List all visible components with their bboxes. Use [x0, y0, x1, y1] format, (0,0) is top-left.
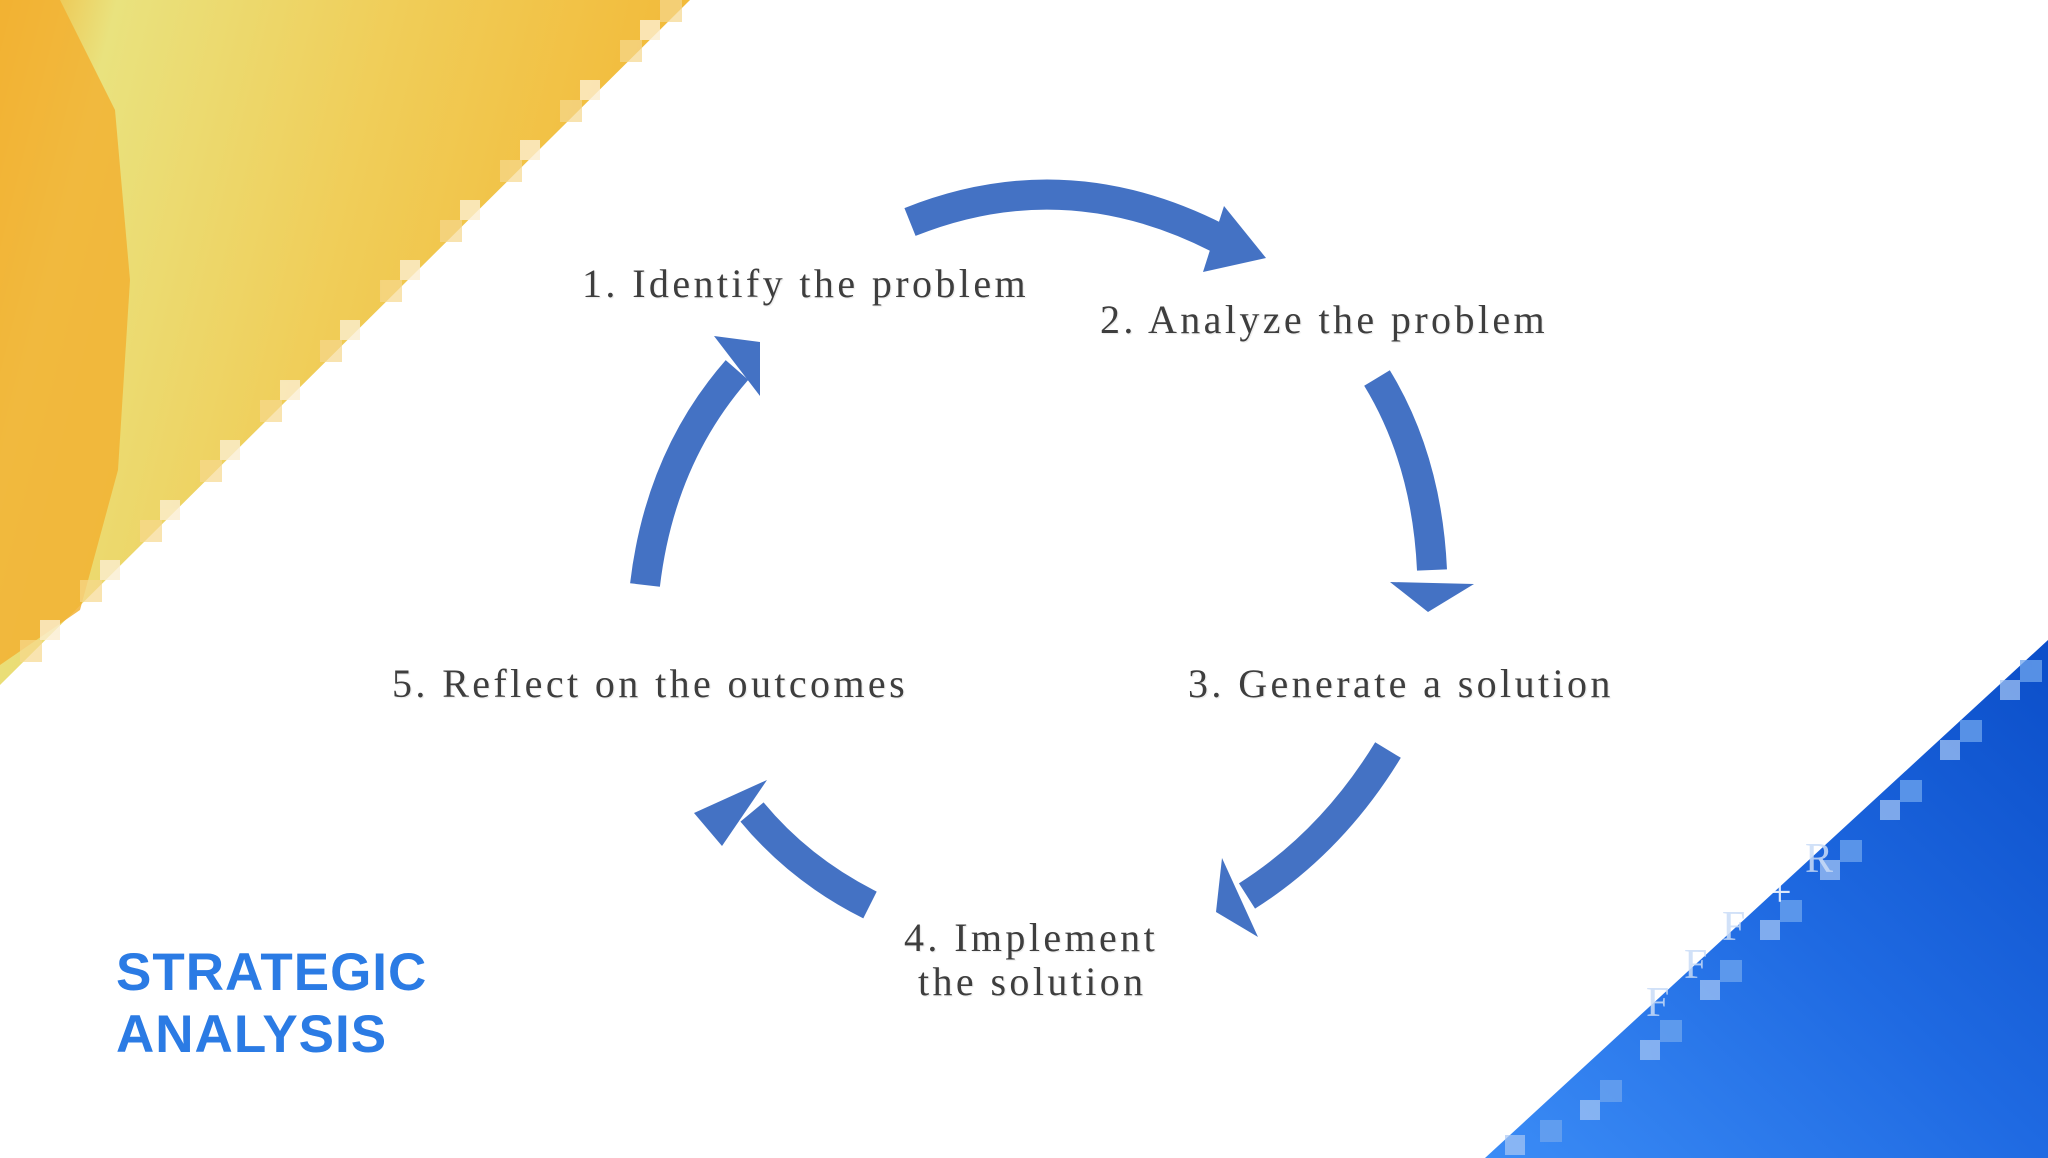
slide-title-line-2: ANALYSIS — [116, 1005, 388, 1064]
arrowhead-5 — [714, 336, 760, 396]
decor-plus: + — [1768, 870, 1792, 916]
arrowhead-1 — [1203, 206, 1266, 272]
step-3-label: 3. Generate a solution — [1188, 661, 1614, 706]
step-2-label: 2. Analyze the problem — [1100, 297, 1549, 342]
arrowhead-2 — [1390, 582, 1474, 612]
step-4-label-line2: the solution — [918, 959, 1147, 1004]
arrow-5-to-1 — [630, 360, 749, 587]
arrow-1-to-2 — [904, 179, 1225, 252]
step-5-label: 5. Reflect on the outcomes — [392, 661, 909, 706]
arrowhead-4 — [694, 780, 767, 846]
decor-letter-r: R — [1805, 836, 1834, 882]
arrow-2-to-3 — [1364, 370, 1447, 571]
step-4-label-line1: 4. Implement — [904, 915, 1159, 960]
slide-title: STRATEGIC ANALYSIS — [116, 942, 427, 1066]
decor-letter-f-3: F — [1646, 980, 1670, 1026]
decor-letter-f-1: F — [1722, 904, 1746, 950]
step-1-label: 1. Identify the problem — [582, 261, 1029, 306]
arrow-4-to-5 — [740, 802, 877, 919]
decor-letter-f-2: F — [1684, 942, 1708, 988]
arrow-3-to-4 — [1238, 742, 1401, 909]
arrowhead-3 — [1216, 858, 1258, 937]
slide-title-line-1: STRATEGIC — [116, 943, 428, 1002]
